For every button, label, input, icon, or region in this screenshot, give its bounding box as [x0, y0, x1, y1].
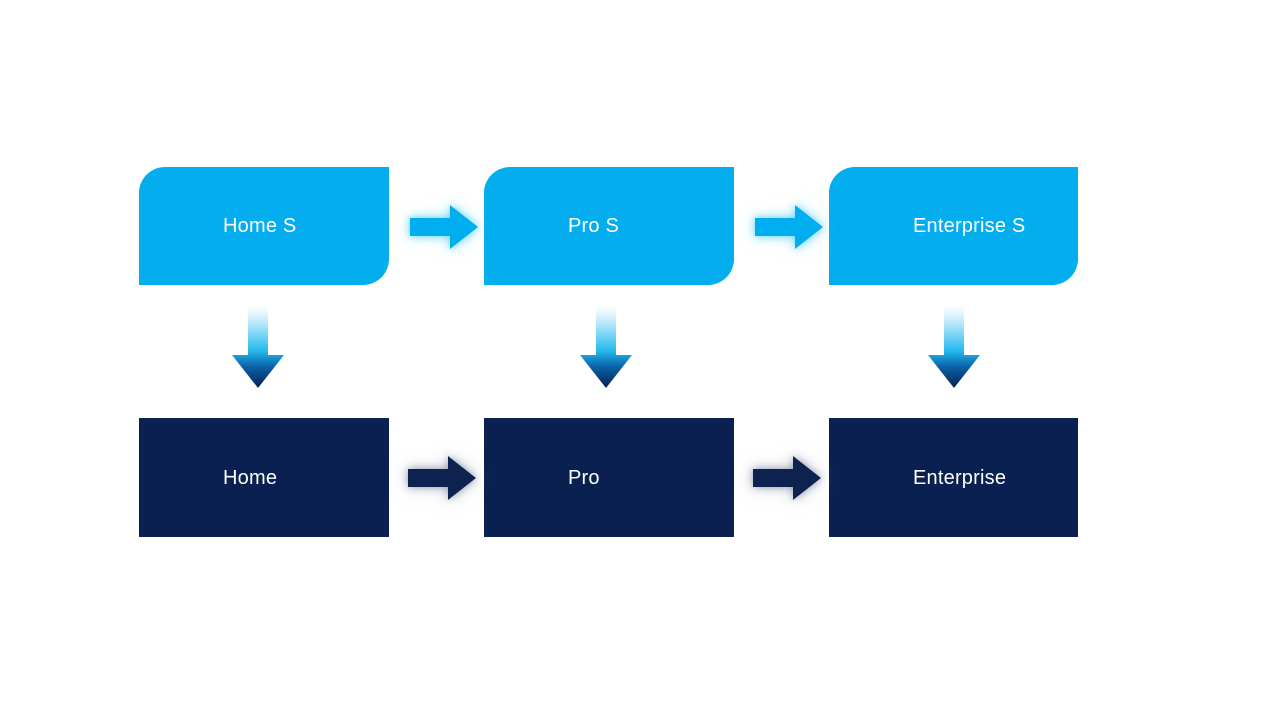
node-label: Pro	[568, 466, 600, 489]
node-enterprise[interactable]: Enterprise	[829, 418, 1078, 537]
arrow-right-icon-pro-to-enterprise	[751, 453, 823, 503]
node-label: Home S	[223, 215, 297, 237]
arrow-right-icon-home-s-to-pro-s	[408, 202, 480, 252]
node-pro[interactable]: Pro	[484, 418, 734, 537]
node-label: Home	[223, 466, 278, 489]
node-enterprise-s[interactable]: Enterprise S	[829, 167, 1078, 285]
arrow-right-icon-pro-s-to-enterprise-s	[753, 202, 825, 252]
arrow-down-icon-pro-s-to-pro	[578, 306, 634, 390]
node-label: Enterprise S	[913, 215, 1026, 237]
node-label: Pro S	[568, 215, 620, 237]
node-pro-s[interactable]: Pro S	[484, 167, 734, 285]
arrow-down-icon-home-s-to-home	[230, 306, 286, 390]
node-label: Enterprise	[913, 466, 1007, 489]
arrow-right-icon-home-to-pro	[406, 453, 478, 503]
arrow-down-icon-enterprise-s-to-enterprise	[926, 306, 982, 390]
node-home-s[interactable]: Home S	[139, 167, 389, 285]
node-home[interactable]: Home	[139, 418, 389, 537]
